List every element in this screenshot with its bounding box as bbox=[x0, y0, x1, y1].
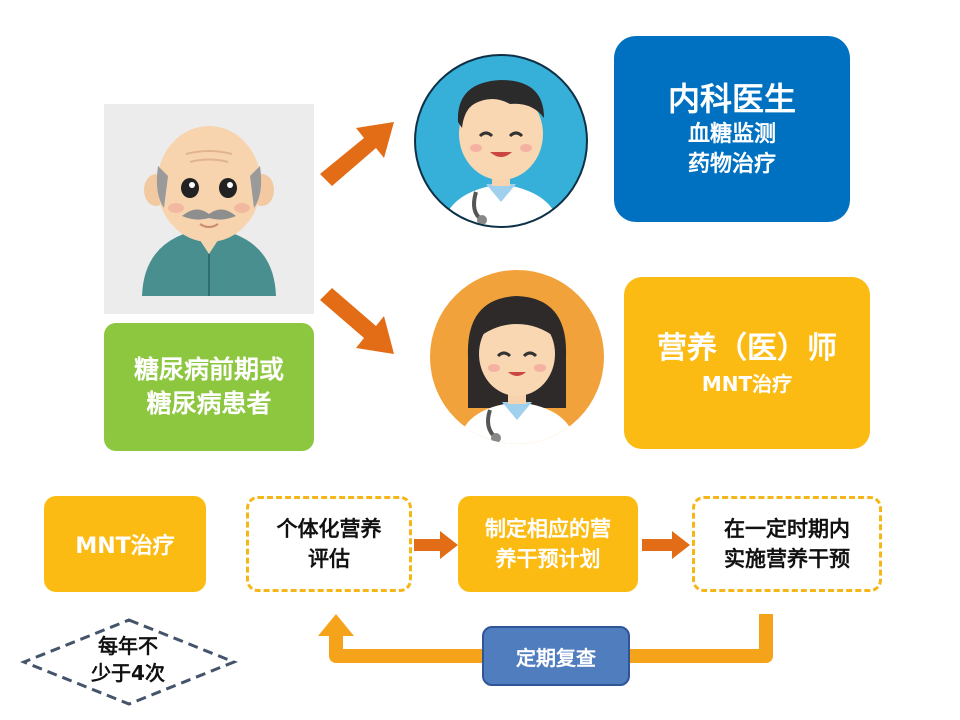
female-doctor-icon bbox=[430, 270, 604, 444]
step-intervention-line2: 实施营养干预 bbox=[724, 547, 850, 571]
step-assessment-line2: 评估 bbox=[308, 547, 350, 571]
step-plan-line2: 养干预计划 bbox=[495, 547, 601, 571]
internist-line1: 血糖监测 bbox=[687, 122, 776, 147]
mnt-label: MNT治疗 bbox=[75, 534, 175, 559]
review-box: 定期复查 bbox=[482, 626, 630, 686]
patient-label-line2: 糖尿病患者 bbox=[146, 389, 272, 418]
patient-label-box: 糖尿病前期或 糖尿病患者 bbox=[104, 323, 314, 451]
step-plan-line1: 制定相应的营 bbox=[485, 517, 611, 541]
step-assessment-line1: 个体化营养 bbox=[276, 517, 382, 541]
internist-line2: 药物治疗 bbox=[687, 152, 776, 177]
arrow-to-internist-icon bbox=[320, 122, 394, 186]
mnt-label-box: MNT治疗 bbox=[44, 496, 206, 592]
arrow-step2-to-step3-icon bbox=[642, 531, 690, 559]
frequency-line2: 少于4次 bbox=[91, 661, 165, 685]
dietitian-line1: MNT治疗 bbox=[701, 372, 793, 396]
frequency-line1: 每年不 bbox=[98, 634, 158, 658]
dietitian-box: 营养（医）师 MNT治疗 bbox=[624, 277, 870, 449]
frequency-label: 每年不 少于4次 bbox=[66, 628, 190, 692]
dietitian-title: 营养（医）师 bbox=[657, 331, 837, 366]
patient-label-line1: 糖尿病前期或 bbox=[133, 355, 284, 384]
step-assessment-box: 个体化营养 评估 bbox=[246, 496, 412, 592]
patient-illustration-panel bbox=[104, 104, 314, 314]
frequency-diamond-icon bbox=[20, 618, 238, 706]
arrow-step1-to-step2-icon bbox=[414, 531, 458, 559]
internist-title: 内科医生 bbox=[667, 80, 796, 118]
review-label: 定期复查 bbox=[516, 645, 596, 670]
arrow-to-dietitian-icon bbox=[320, 288, 394, 354]
male-doctor-icon bbox=[414, 54, 588, 228]
step-intervention-line1: 在一定时期内 bbox=[724, 517, 850, 541]
step-plan-box: 制定相应的营 养干预计划 bbox=[458, 496, 638, 592]
internist-box: 内科医生 血糖监测 药物治疗 bbox=[614, 36, 850, 222]
step-intervention-box: 在一定时期内 实施营养干预 bbox=[692, 496, 882, 592]
elderly-patient-icon bbox=[142, 126, 276, 296]
